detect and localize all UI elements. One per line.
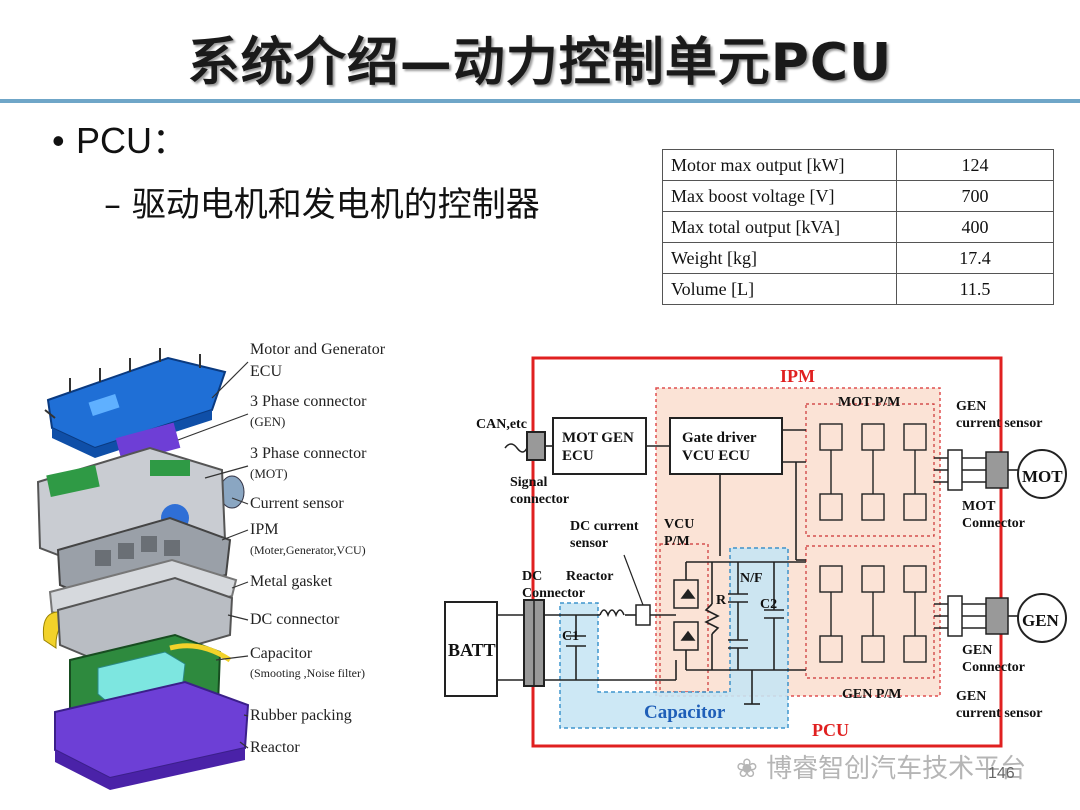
spec-label: Max total output [kVA] <box>662 211 897 243</box>
label-reactor: Reactor <box>250 739 300 756</box>
spec-value: 400 <box>896 211 1054 243</box>
mot-pm-label: MOT P/M <box>838 395 900 410</box>
mot-gen-ecu-box <box>552 417 647 475</box>
spec-value: 700 <box>896 180 1054 212</box>
capacitor-region <box>559 547 789 729</box>
exploded-view-labels: Motor and Generator ECU 3 Phase connecto… <box>250 341 386 756</box>
label-ecu: Motor and Generator <box>250 341 386 358</box>
nf-label: N/F <box>740 571 763 586</box>
bullet-pcu: • PCU： <box>52 112 188 164</box>
mot-inverter-switches <box>819 423 927 521</box>
signal-connector-block <box>526 431 546 461</box>
label-ipm-2: (Moter,Generator,VCU) <box>250 543 366 557</box>
wechat-icon: ❀ <box>736 754 758 784</box>
table-row: Volume [L]11.5 <box>662 273 1054 305</box>
exploded-pcu-illustration <box>36 348 250 790</box>
gen-circle <box>1017 593 1067 643</box>
reactor-label: Reactor <box>566 569 613 584</box>
mot-label: MOT <box>1022 467 1063 486</box>
label-3ph-gen-2: (GEN) <box>250 414 285 429</box>
spec-value: 17.4 <box>896 242 1054 274</box>
label-3ph-gen: 3 Phase connector <box>250 393 367 410</box>
watermark: ❀ 博睿智创汽车技术平台 <box>736 748 1026 785</box>
mot-current-sensor-box <box>947 449 963 491</box>
gen-label: GEN <box>1022 611 1060 630</box>
reactor-coil-icon <box>599 609 625 618</box>
label-dc-connector: DC connector <box>250 611 340 628</box>
watermark-text: 博睿智创汽车技术平台 <box>766 754 1027 784</box>
label-3ph-mot: 3 Phase connector <box>250 445 367 462</box>
sub-bullet-dash: – <box>104 185 121 225</box>
r-label: R <box>716 593 727 608</box>
sub-bullet: – 驱动电机和发电机的控制器 <box>104 177 540 226</box>
gen-pm-label: GEN P/M <box>842 687 902 702</box>
spec-label: Max boost voltage [V] <box>662 180 897 212</box>
slide-title: 系统介绍—动力控制单元PCU <box>187 33 893 93</box>
capacitor-label: Capacitor <box>644 702 726 723</box>
table-row: Max total output [kVA]400 <box>662 211 1054 243</box>
vcu-pm-region <box>659 543 709 693</box>
pcu-circuit-diagram <box>444 356 1067 748</box>
gen-current-sensor-box <box>947 595 963 637</box>
spec-value: 124 <box>896 149 1054 181</box>
pcu-label: PCU <box>812 720 849 740</box>
gate-driver-box <box>669 417 783 475</box>
bullet-text: PCU： <box>76 120 189 161</box>
vcu-switches <box>673 579 699 651</box>
spec-table: Motor max output [kW]124 Max boost volta… <box>662 149 1054 305</box>
label-rubber-packing: Rubber packing <box>250 707 352 724</box>
table-row: Max boost voltage [V]700 <box>662 180 1054 212</box>
gen-inverter-switches <box>819 565 927 663</box>
batt-label: BATT <box>448 640 496 660</box>
spec-label: Volume [L] <box>662 273 897 305</box>
page-number: 146 <box>988 765 1015 782</box>
label-capacitor-2: (Smooting ,Noise filter) <box>250 666 365 680</box>
gen-pm-region <box>805 545 935 679</box>
gen-connector-block <box>985 597 1009 635</box>
label-ecu-2: ECU <box>250 363 282 380</box>
bullet-dot-icon: • <box>52 120 65 161</box>
mot-circle <box>1017 449 1067 499</box>
can-label: CAN,etc <box>476 417 527 432</box>
label-3ph-mot-2: (MOT) <box>250 466 288 481</box>
dc-current-sensor-box <box>635 604 651 626</box>
vcu-pm-line-1: VCU <box>664 517 694 532</box>
batt-box <box>444 601 498 697</box>
title-underline <box>0 99 1080 103</box>
label-current-sensor: Current sensor <box>250 495 344 512</box>
mot-connector-block <box>985 451 1009 489</box>
label-ipm: IPM <box>250 521 278 538</box>
c2-label: C2 <box>760 597 777 612</box>
sub-bullet-text: 驱动电机和发电机的控制器 <box>131 185 540 225</box>
pcu-boundary <box>531 356 1003 748</box>
spec-value: 11.5 <box>896 273 1054 305</box>
ipm-label: IPM <box>780 366 815 386</box>
label-capacitor: Capacitor <box>250 645 313 662</box>
c1-label: C1 <box>562 629 579 644</box>
label-metal-gasket: Metal gasket <box>250 573 333 590</box>
